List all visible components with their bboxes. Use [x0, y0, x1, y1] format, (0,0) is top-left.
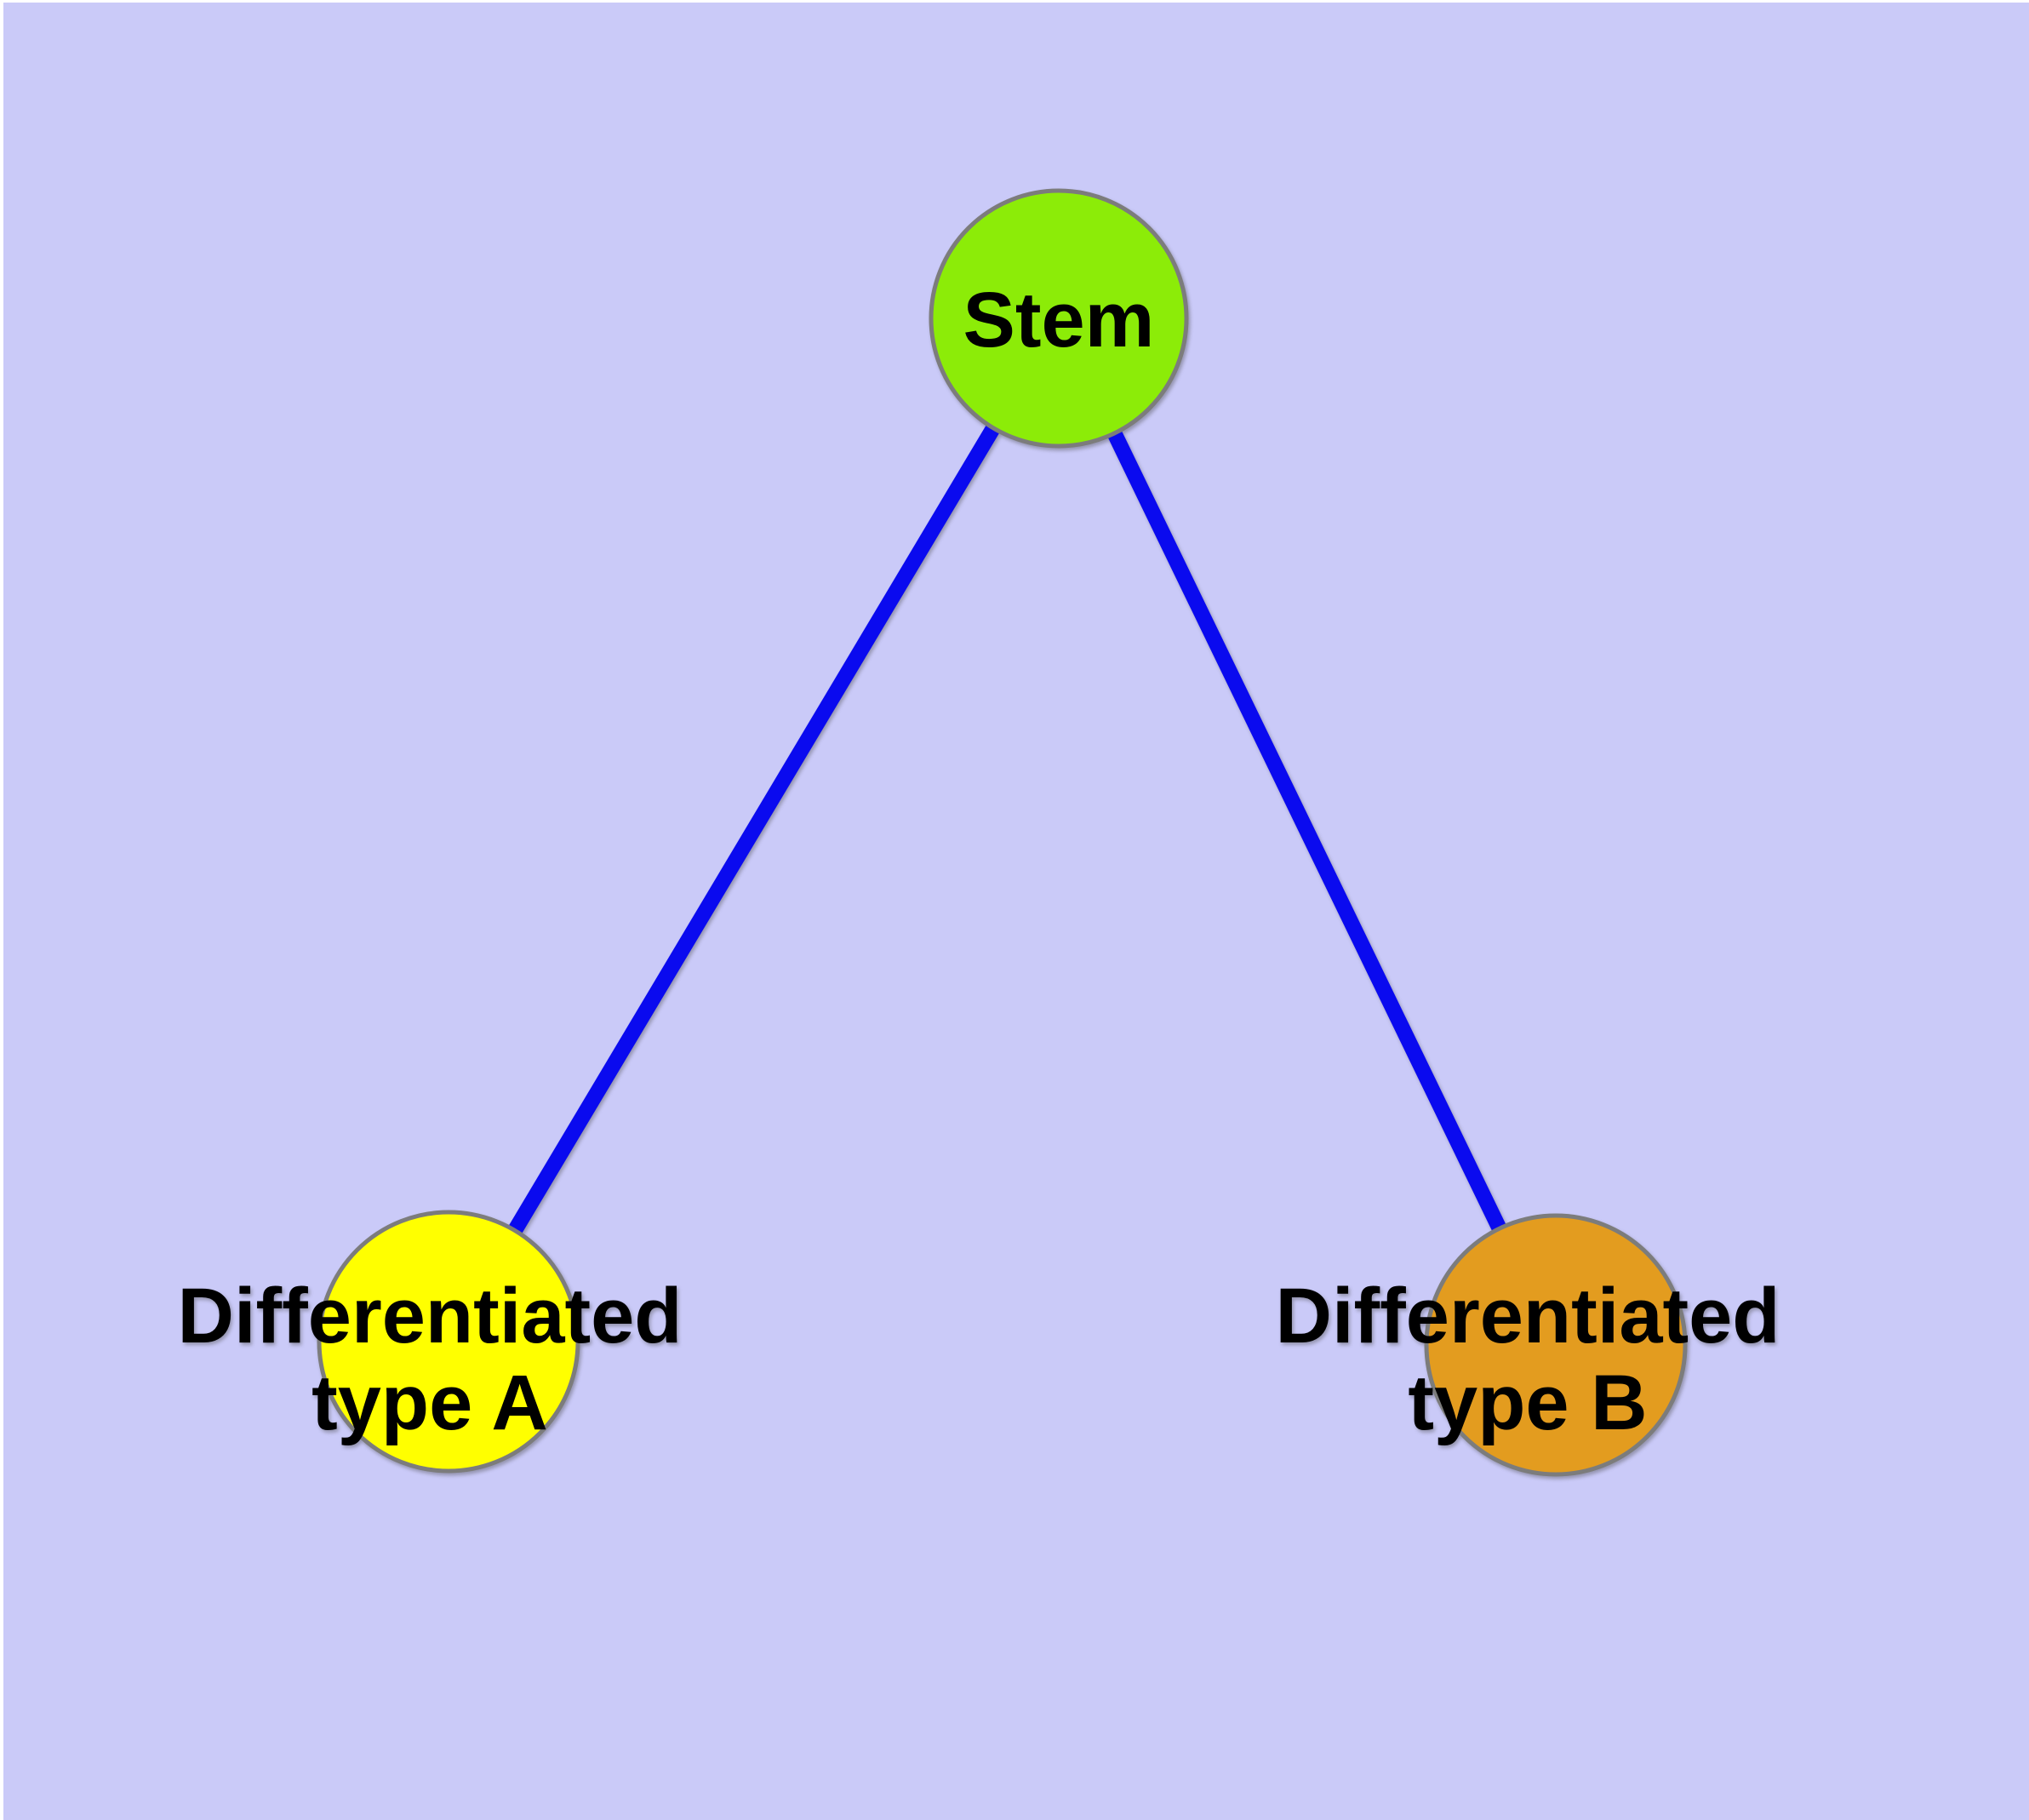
- node-type-b-label-line1: Differentiated: [1276, 1273, 1780, 1359]
- node-type-a-label-line2: type A: [311, 1359, 548, 1446]
- node-differentiated-type-a[interactable]: [317, 1210, 580, 1474]
- node-stem[interactable]: [929, 188, 1189, 449]
- edge-stem-to-type-b: [1051, 315, 1563, 1348]
- node-type-b-label-line2: type B: [1408, 1359, 1647, 1446]
- node-stem-label: Stem: [963, 277, 1155, 363]
- node-differentiated-type-b[interactable]: [1424, 1213, 1688, 1477]
- node-type-a-label-line1: Differentiated: [178, 1273, 683, 1359]
- graph-layer: Stem Differentiated type A Differentiate…: [178, 188, 1780, 1477]
- edge-stem-to-type-a: [442, 314, 1066, 1346]
